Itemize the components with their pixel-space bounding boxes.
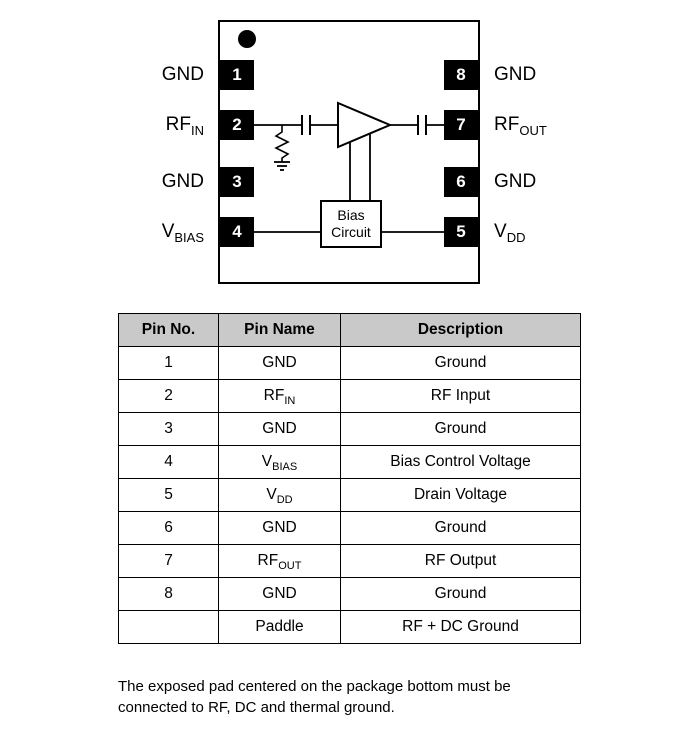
table-row: 2 RFIN RF Input [118, 379, 581, 413]
pin-name-cell: GND [218, 511, 341, 545]
description-cell: Bias Control Voltage [340, 445, 581, 479]
table-row: 5 VDD Drain Voltage [118, 478, 581, 512]
pin-number: 7 [456, 115, 466, 134]
internal-circuit-diagram [254, 101, 444, 233]
table-row: 1 GND Ground [118, 346, 581, 380]
bias-box-label-line1: Bias [337, 207, 365, 223]
pin-1: 1 [220, 60, 254, 90]
pin-label-rfout: RFOUT [494, 114, 547, 138]
pin-no-cell [118, 610, 219, 644]
pin-no-cell: 3 [118, 412, 219, 446]
table-row: 7 RFOUT RF Output [118, 544, 581, 578]
table-header-row: Pin No. Pin Name Description [118, 313, 581, 347]
pin-no-cell: 8 [118, 577, 219, 611]
table-row: 6 GND Ground [118, 511, 581, 545]
table-row: Paddle RF + DC Ground [118, 610, 581, 644]
description-cell: Ground [340, 577, 581, 611]
pin-label-gnd-8: GND [494, 64, 537, 85]
dc-block-capacitor-icon [301, 115, 311, 135]
pin-no-cell: 2 [118, 379, 219, 413]
pin-number: 3 [232, 172, 242, 191]
bias-box-label-line2: Circuit [331, 224, 371, 240]
pin-3: 3 [220, 167, 254, 197]
pin-label-vbias: VBIAS [161, 221, 204, 245]
pin-number: 1 [232, 65, 242, 84]
circuit-wires [254, 124, 444, 233]
pin-label-rfin: RFIN [165, 114, 204, 138]
resistor-icon [274, 125, 290, 162]
pin-no-cell: 5 [118, 478, 219, 512]
pin-name-cell: RFIN [218, 379, 341, 413]
pin-name-cell: VBIAS [218, 445, 341, 479]
pin-number: 8 [456, 65, 466, 84]
pin-no-cell: 7 [118, 544, 219, 578]
dc-block-capacitor-icon [417, 115, 427, 135]
pin-2: 2 [220, 110, 254, 140]
pin-4: 4 [220, 217, 254, 247]
description-cell: Ground [340, 511, 581, 545]
header-pin-no: Pin No. [118, 313, 219, 347]
table-row: 3 GND Ground [118, 412, 581, 446]
amplifier-icon [337, 101, 393, 149]
table-row: 4 VBIAS Bias Control Voltage [118, 445, 581, 479]
description-cell: Ground [340, 412, 581, 446]
pin-number: 4 [232, 222, 242, 241]
pin-no-cell: 1 [118, 346, 219, 380]
description-cell: RF Output [340, 544, 581, 578]
description-cell: Ground [340, 346, 581, 380]
pin-label-gnd-1: GND [161, 64, 204, 85]
pin-name-cell: RFOUT [218, 544, 341, 578]
pin-name-cell: Paddle [218, 610, 341, 644]
pin-label-vdd: VDD [494, 221, 526, 245]
header-pin-name: Pin Name [218, 313, 341, 347]
package-outline: Bias Circuit 1 2 3 4 8 7 6 5 [218, 20, 480, 284]
table-row: 8 GND Ground [118, 577, 581, 611]
description-cell: Drain Voltage [340, 478, 581, 512]
bias-circuit-box: Bias Circuit [320, 200, 382, 248]
exposed-pad-note: The exposed pad centered on the package … [118, 676, 588, 718]
pin-no-cell: 6 [118, 511, 219, 545]
note-line1: The exposed pad centered on the package … [118, 678, 511, 695]
pin-name-cell: GND [218, 412, 341, 446]
description-cell: RF Input [340, 379, 581, 413]
pin-label-gnd-3: GND [161, 171, 204, 192]
note-line2: connected to RF, DC and thermal ground. [118, 699, 395, 716]
pin-name-cell: GND [218, 577, 341, 611]
pin-number: 2 [232, 115, 242, 134]
header-description: Description [340, 313, 581, 347]
pin-number: 6 [456, 172, 466, 191]
pin-5: 5 [444, 217, 478, 247]
pin-name-cell: VDD [218, 478, 341, 512]
pin-description-table: Pin No. Pin Name Description 1 GND Groun… [118, 313, 581, 644]
pin-no-cell: 4 [118, 445, 219, 479]
pin-7: 7 [444, 110, 478, 140]
pin-6: 6 [444, 167, 478, 197]
pin-number: 5 [456, 222, 466, 241]
pin-name-cell: GND [218, 346, 341, 380]
pin1-indicator-dot [238, 30, 256, 48]
pin-label-gnd-6: GND [494, 171, 537, 192]
description-cell: RF + DC Ground [340, 610, 581, 644]
ground-icon [274, 161, 290, 171]
pin-8: 8 [444, 60, 478, 90]
